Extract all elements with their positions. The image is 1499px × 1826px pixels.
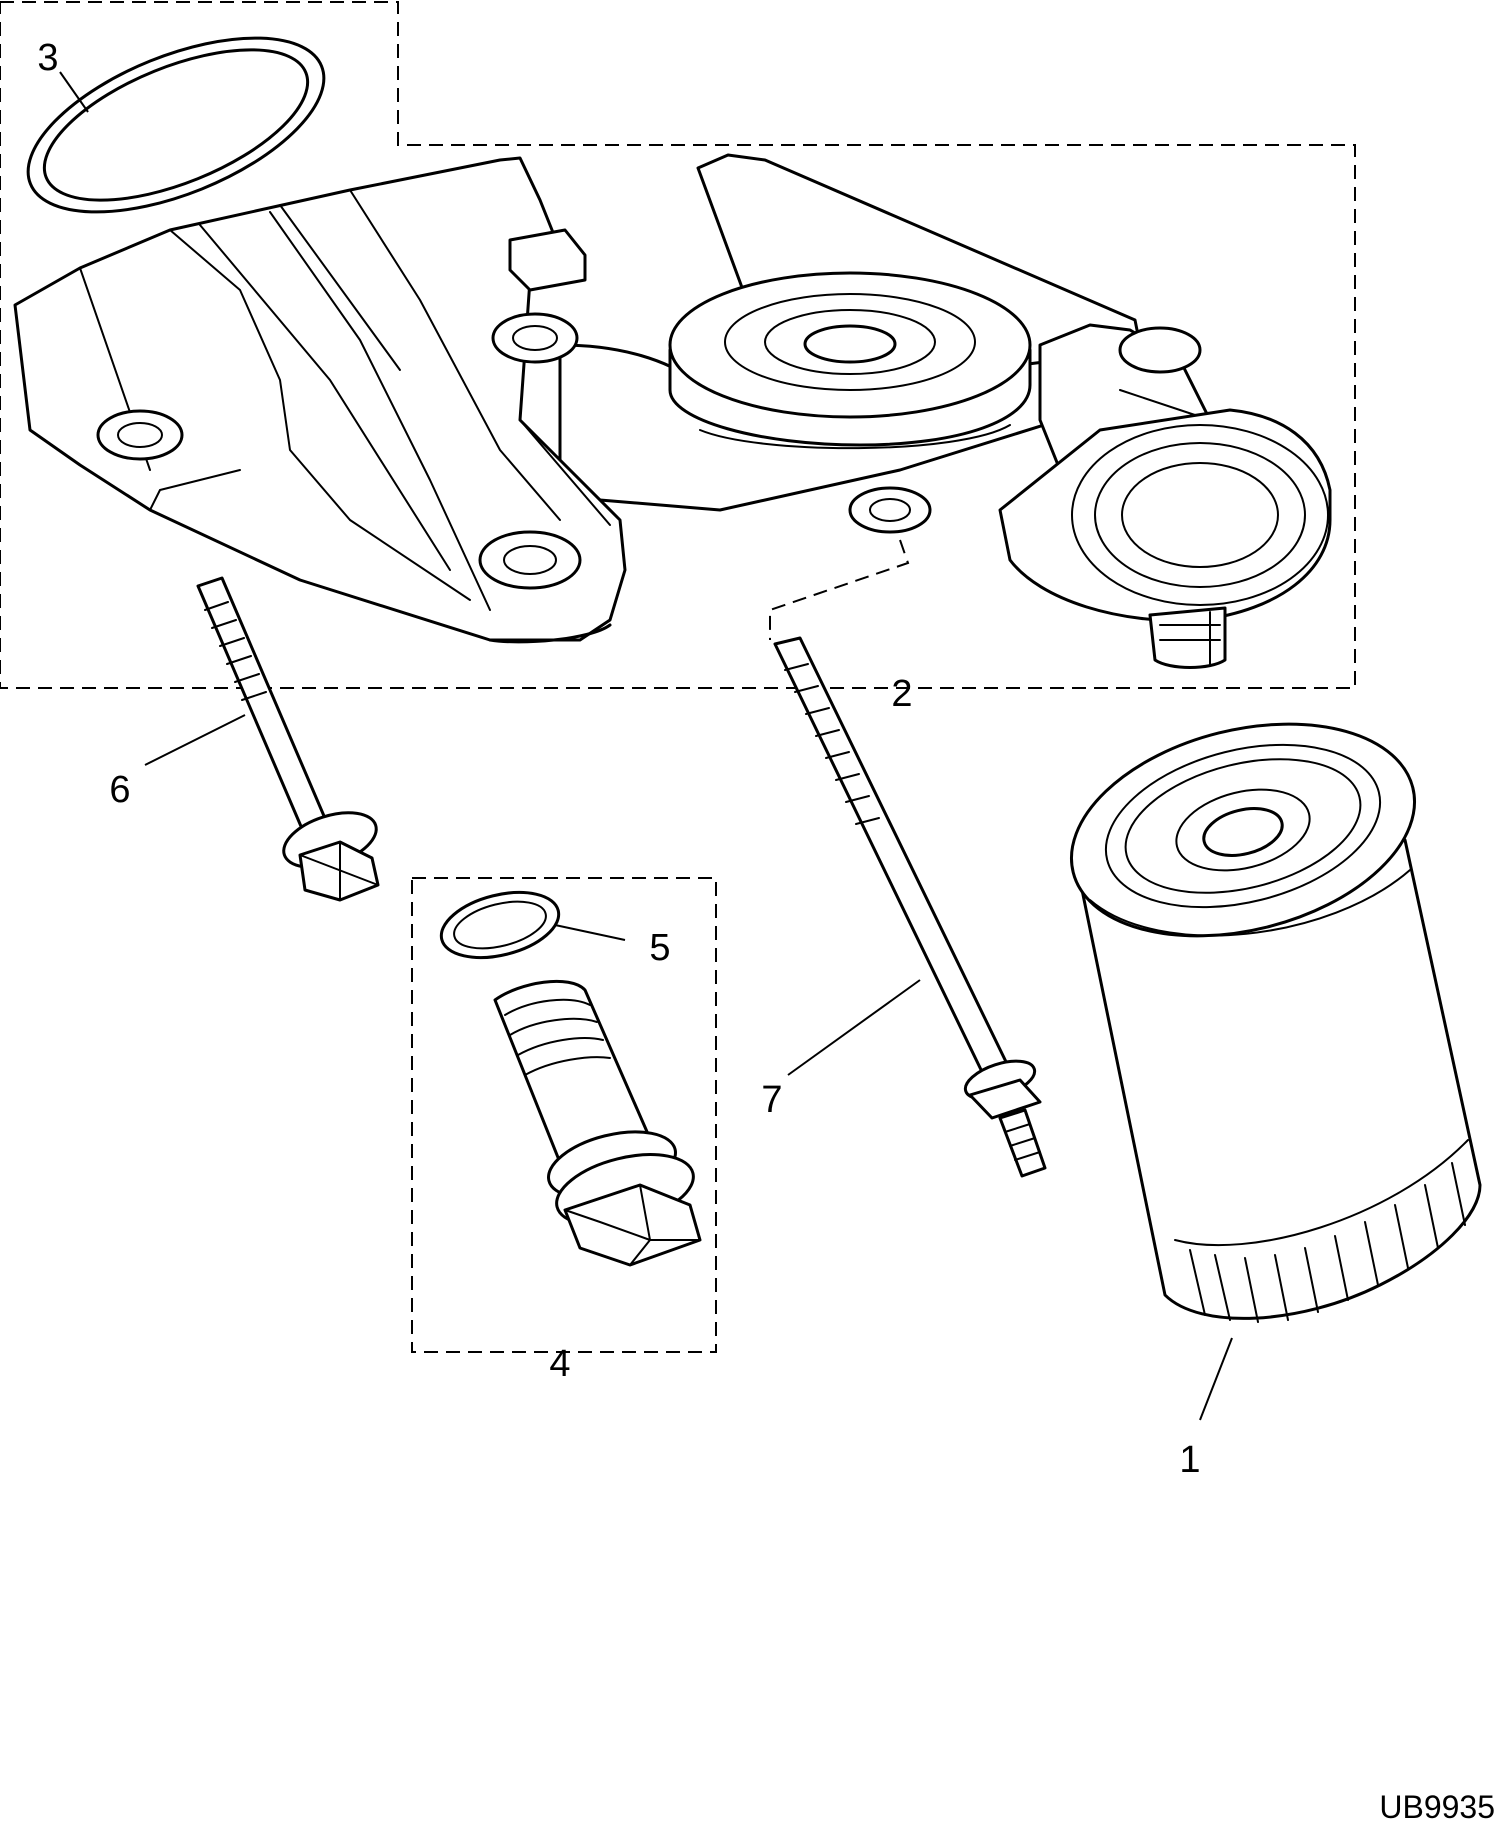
callout-6: 6 xyxy=(109,769,130,811)
long-stud xyxy=(773,636,1047,1178)
oil-filter-canister xyxy=(1069,722,1482,1323)
callout-3: 3 xyxy=(37,37,58,79)
mounting-bolt xyxy=(196,576,380,902)
callout-4: 4 xyxy=(549,1343,570,1385)
callout-1: 1 xyxy=(1179,1439,1200,1481)
leader-1 xyxy=(1199,1337,1233,1421)
hollow-adaptor-bolt xyxy=(493,979,702,1267)
filter-housing-adaptor xyxy=(13,153,1332,669)
figure-reference: UB9935 xyxy=(1379,1789,1495,1825)
callout-5: 5 xyxy=(649,927,670,969)
o-ring-seal xyxy=(26,36,326,214)
bracket-2-link xyxy=(769,539,910,640)
leader-7 xyxy=(787,979,921,1076)
sealing-washer xyxy=(439,890,561,960)
leader-6 xyxy=(144,714,246,766)
callout-7: 7 xyxy=(761,1079,782,1121)
leader-3 xyxy=(59,71,89,113)
group-box-4 xyxy=(411,877,717,1353)
callout-2: 2 xyxy=(891,673,912,715)
leader-5 xyxy=(554,924,626,941)
group-box-2-3 xyxy=(0,1,1356,689)
